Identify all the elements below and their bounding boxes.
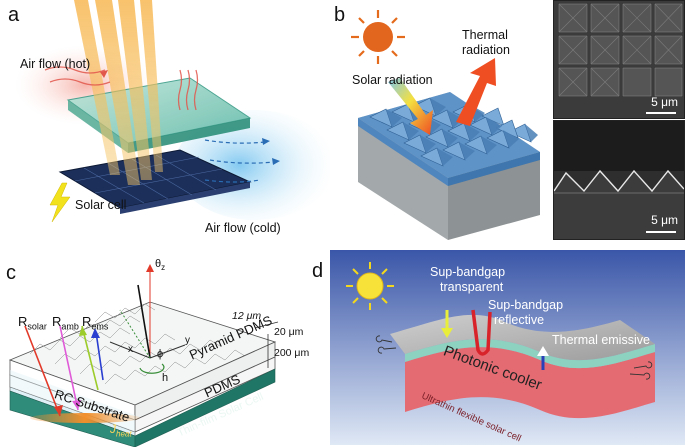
panel-b-illustration	[351, 10, 540, 240]
x-axis-label: x	[128, 344, 133, 355]
scale-bar-label-bottom: 5 μm	[651, 213, 678, 227]
panel-b: b Solar radiation Thermal radiation	[330, 0, 685, 245]
panel-label: b	[334, 4, 346, 26]
dim-12um: 12 μm	[232, 310, 262, 322]
theta-z-label: θz	[155, 258, 166, 273]
panel-a: a Air flow (hot) Solar cell Air flow (co…	[0, 0, 330, 245]
sun-icon	[346, 262, 394, 310]
panel-c: c Rsolar Ramb Rems θz x y ϕ h 12 μm 20 μ…	[0, 250, 330, 447]
thermal-radiation-label-2: radiation	[462, 43, 510, 57]
r-solar-label: Rsolar	[18, 314, 47, 332]
thermal-radiation-label-1: Thermal	[462, 28, 508, 42]
dim-200um: 200 μm	[274, 347, 310, 359]
y-axis-label: y	[185, 335, 190, 346]
sem-image-bottom: 5 μm	[553, 120, 685, 240]
sup-bandgap-reflective-label: Sup-bandgap reflective	[488, 298, 564, 327]
air-flow-hot-label: Air flow (hot)	[20, 57, 91, 71]
scale-bar-label-top: 5 μm	[651, 95, 678, 109]
panel-a-illustration	[15, 0, 330, 223]
panel-label: d	[312, 260, 324, 282]
thermal-emissive-label: Thermal emissive	[552, 333, 650, 347]
dim-20um: 20 μm	[274, 326, 304, 338]
sem-image-top: 5 μm	[553, 0, 685, 119]
panel-label: c	[6, 262, 16, 284]
lightning-icon	[49, 182, 71, 223]
scale-bar-bottom	[646, 231, 676, 233]
h-label: h	[162, 372, 169, 384]
scale-bar-top	[646, 112, 676, 114]
panel-c-illustration	[8, 264, 279, 447]
phi-label: ϕ	[157, 348, 164, 360]
air-flow-cold-label: Air flow (cold)	[205, 221, 281, 235]
j-heat-label: Jheat	[110, 422, 132, 439]
solar-cell-label: Solar cell	[75, 198, 127, 212]
r-ems-label: Rems	[82, 314, 109, 332]
panel-d: d Sup-bandgap transparent Sup-bandgap re…	[312, 250, 685, 447]
r-amb-label: Ramb	[52, 314, 79, 332]
sun-icon	[351, 10, 405, 64]
panel-d-illustration	[330, 250, 685, 445]
panel-label: a	[8, 4, 20, 26]
solar-radiation-label: Solar radiation	[352, 73, 433, 87]
sup-bandgap-transparent-label: Sup-bandgap transparent	[430, 265, 506, 294]
